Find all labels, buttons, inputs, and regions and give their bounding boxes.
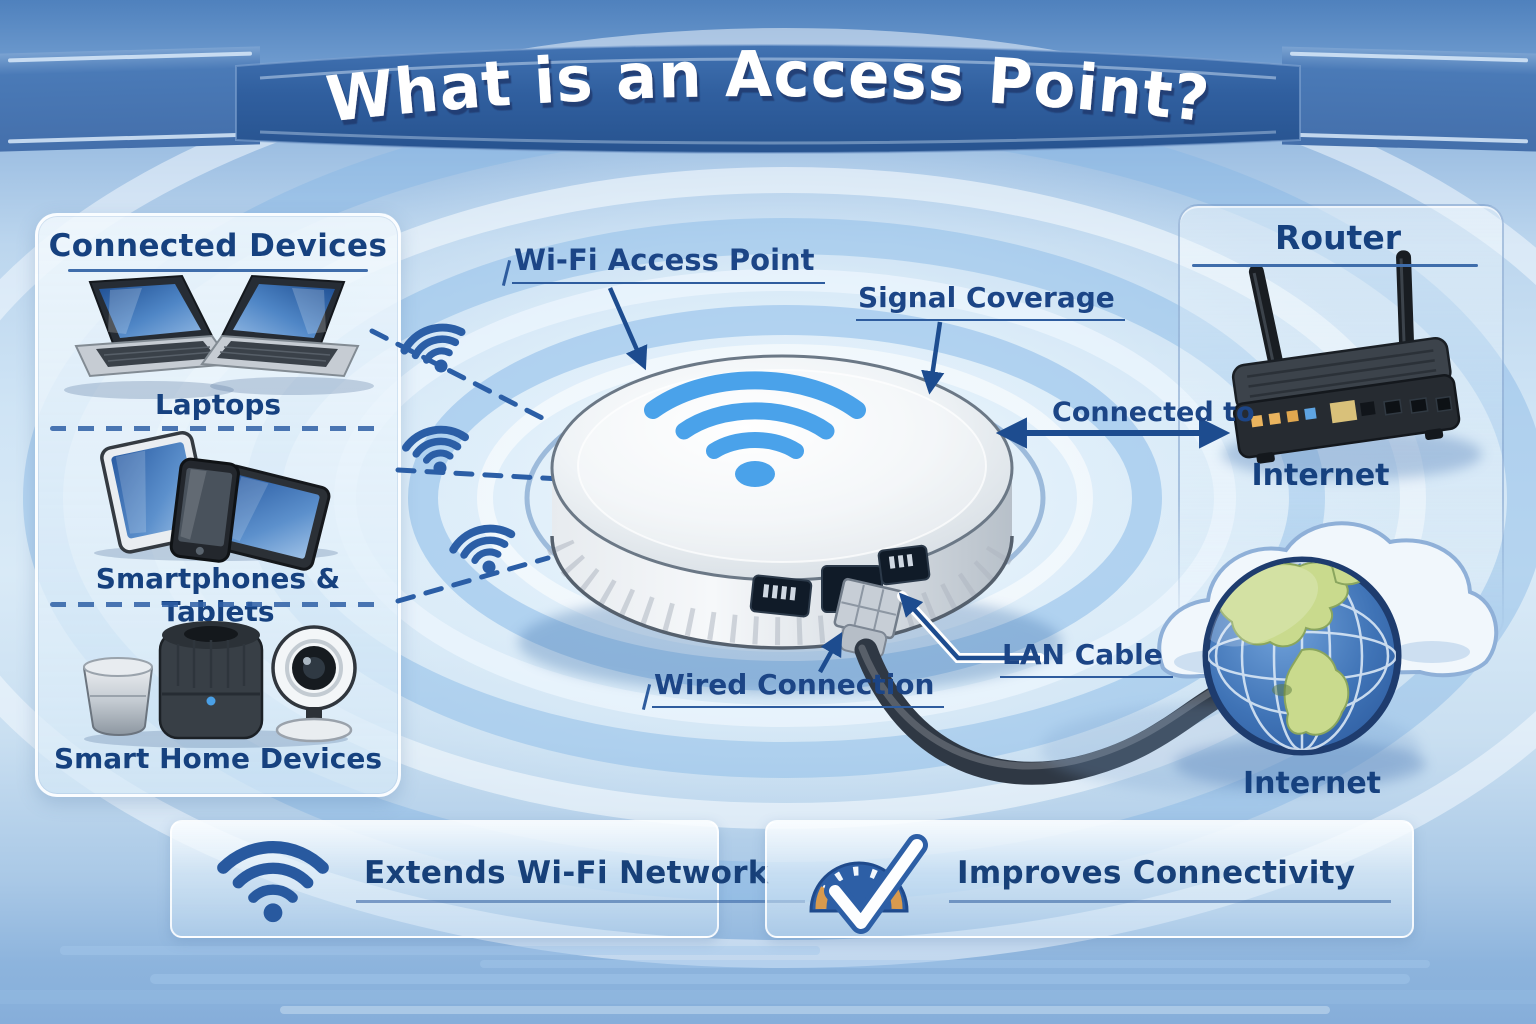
- laptops-label: Laptops: [154, 388, 282, 421]
- dashed-divider: [50, 426, 386, 431]
- access-point-device: [518, 354, 1062, 694]
- smartphones-tablets-label: Smartphones & Tablets: [95, 562, 341, 628]
- internet-globe-illustration: [1040, 521, 1499, 794]
- smart-home-devices-illustration: [82, 621, 357, 748]
- router-illustration: [1222, 250, 1482, 480]
- benefit-label: Improves Connectivity: [949, 855, 1392, 903]
- lan-cable-arrow: [898, 592, 1040, 661]
- benefit-improves-connectivity: Improves Connectivity: [765, 820, 1414, 938]
- title-ribbon: What is an Access Point?: [235, 38, 1301, 154]
- wired-connection-arrow: [818, 631, 843, 674]
- ribbon-shape: [235, 44, 1301, 154]
- signal-coverage-arrow: [921, 321, 945, 395]
- connected-devices-panel: Connected Devices Laptops: [35, 213, 401, 797]
- dashed-link-lines: [369, 328, 563, 604]
- benefit-label: Extends Wi-Fi Network: [356, 855, 805, 903]
- dashed-divider: [50, 602, 386, 607]
- access-point-arrow: [607, 287, 648, 371]
- speedometer-check-icon: [809, 834, 928, 934]
- benefit-extends-wifi: Extends Wi-Fi Network: [170, 820, 805, 938]
- connected-devices-heading: Connected Devices: [48, 228, 388, 264]
- smart-home-devices-label: Smart Home Devices: [53, 742, 383, 775]
- wifi-signal-icon: [450, 522, 520, 581]
- heading-rule: [68, 269, 368, 272]
- laptops-illustration: [64, 274, 374, 399]
- smartphones-tablets-illustration: [94, 430, 338, 571]
- wifi-icon: [217, 841, 329, 923]
- callout-arrows: [607, 287, 1231, 674]
- wifi-logo: [644, 371, 866, 487]
- watercolor-streaks: [0, 946, 1536, 1014]
